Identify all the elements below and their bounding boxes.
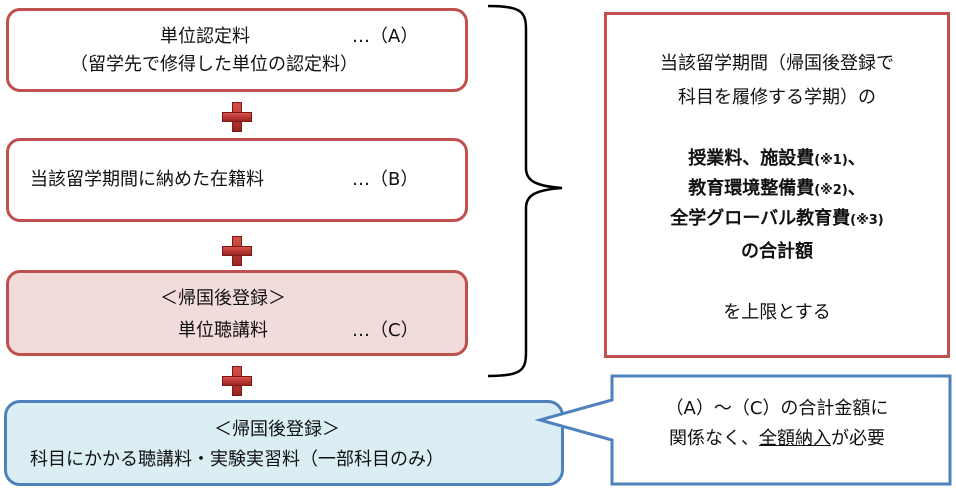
callout-line-1: （A）～（C）の合計金額に — [665, 398, 889, 419]
fee-environment-label: 教育環境整備費 — [688, 178, 815, 199]
note-3-marker: (※3) — [850, 213, 884, 228]
limit-line-2: 科目を履修する学期）の — [678, 87, 876, 108]
box-d-title: 科目にかかる聴講料・実験実習料（一部科目のみ） — [30, 449, 444, 470]
box-a-subtitle: （留学先で修得した単位の認定料） — [70, 54, 358, 75]
limit-fee-tuition-facility: 授業料、施設費(※1)、 — [607, 148, 947, 172]
callout-line-2-suffix: が必要 — [831, 428, 885, 449]
callout-bubble — [534, 374, 952, 486]
box-a-title: 単位認定料 — [160, 26, 250, 47]
full-payment-emphasis: 全額納入 — [759, 428, 831, 449]
plus-icon — [222, 236, 252, 266]
callout-line-2: 関係なく、全額納入が必要 — [612, 428, 942, 450]
limit-closing: を上限とする — [723, 302, 831, 323]
box-c-audit-fee — [6, 270, 468, 356]
limit-fee-global: 全学グローバル教育費(※3) — [607, 208, 947, 232]
callout-line-2-prefix: 関係なく、 — [669, 428, 759, 449]
fee-separator: 、 — [847, 148, 866, 169]
fee-tuition-facility-label: 授業料、施設費 — [688, 148, 815, 169]
box-b-enrollment-fee — [6, 138, 468, 222]
limit-fee-environment: 教育環境整備費(※2)、 — [607, 178, 947, 202]
box-d-header: ＜帰国後登録＞ — [214, 419, 340, 440]
plus-icon — [222, 102, 252, 132]
fee-separator: 、 — [847, 178, 866, 199]
box-c-title: 単位聴講料 — [178, 320, 268, 341]
box-c-tag: …（C） — [352, 320, 419, 341]
limit-line-1: 当該留学期間（帰国後登録で — [660, 53, 894, 74]
box-c-header: ＜帰国後登録＞ — [160, 288, 286, 309]
fee-limit-box: 当該留学期間（帰国後登録で 科目を履修する学期）の 授業料、施設費(※1)、 教… — [604, 12, 950, 358]
fee-global-label: 全学グローバル教育費 — [670, 208, 851, 229]
box-a-tag: …（A） — [352, 26, 419, 47]
box-d-course-fees — [4, 400, 564, 486]
note-2-marker: (※2) — [814, 183, 848, 198]
limit-total: の合計額 — [741, 241, 813, 262]
box-a-credit-recognition-fee — [6, 8, 468, 92]
note-1-marker: (※1) — [814, 153, 848, 168]
box-b-title: 当該留学期間に納めた在籍料 — [30, 169, 264, 190]
curly-brace — [487, 4, 563, 378]
plus-icon — [222, 366, 252, 396]
box-b-tag: …（B） — [352, 169, 419, 190]
